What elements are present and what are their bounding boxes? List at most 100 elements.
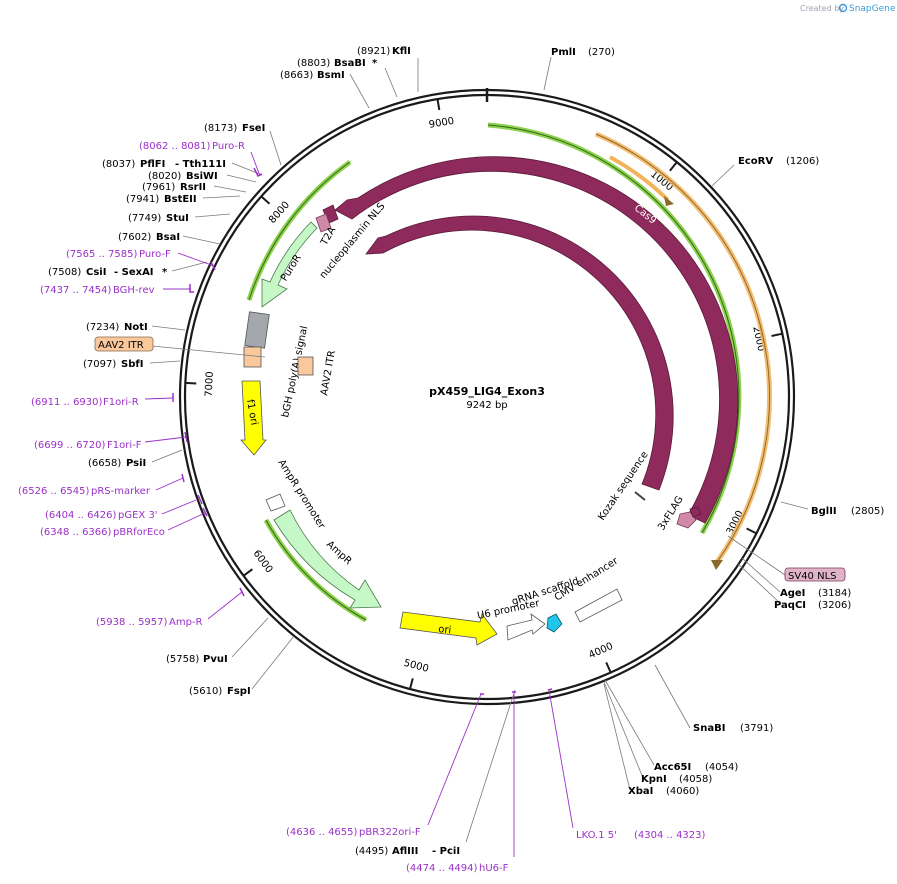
site-bsai-pos: (7602) <box>118 232 151 243</box>
plasmid-length: 9242 bp <box>466 400 507 411</box>
tick-mark <box>669 161 678 172</box>
grna-scaffold-arrow <box>546 613 563 633</box>
primer-hu6-f-name: hU6-F <box>479 863 509 874</box>
site-pcii-name: - PciI <box>432 846 460 857</box>
site-afliii-name: AflIII <box>392 846 418 857</box>
ampr-promoter-arrow <box>265 493 286 512</box>
tick-mark <box>260 195 271 205</box>
site-pflfi-name: PflFI <box>140 159 165 170</box>
leader-lines <box>149 56 809 843</box>
primer-amp-r-range: (5938 .. 5957) <box>96 617 168 628</box>
primer-puro-r-range: (8062 .. 8081) <box>139 141 211 152</box>
primer-amp-r-name: Amp-R <box>169 617 203 628</box>
site-bsteii-name: BstEII <box>164 194 197 205</box>
primer-pgex3-range: (6404 .. 6426) <box>45 510 117 521</box>
primer-leader-lines <box>144 151 574 857</box>
site-sexai-mark: * <box>162 267 168 278</box>
primer-pbrforeco-range: (6348 .. 6366) <box>40 527 112 538</box>
green-highlight-arc-left-core <box>248 161 351 301</box>
tick-mark <box>185 381 197 385</box>
aav2-itr-block-left <box>243 346 262 368</box>
aav2-itr-block-right <box>297 356 314 376</box>
tick-mark <box>746 527 757 535</box>
u6-promoter-arrow <box>506 613 546 641</box>
primer-pbrforeco-name: pBRforEco <box>113 527 165 538</box>
credit: Created by SnapGene <box>800 3 896 14</box>
site-acc65i-pos: (4054) <box>705 762 738 773</box>
primer-marks <box>172 167 553 695</box>
sv40-nls-tag <box>784 567 846 582</box>
site-ecorv-name: EcoRV <box>738 156 773 167</box>
tick-mark <box>243 568 253 577</box>
ampr-arrow <box>273 509 382 609</box>
site-sbfi-pos: (7097) <box>83 359 116 370</box>
site-noti-pos: (7234) <box>86 322 119 333</box>
primer-f1ori-f-name: F1ori-F <box>107 440 142 451</box>
site-pvui-pos: (5758) <box>166 654 199 665</box>
site-csii-name: CsiI <box>86 267 106 278</box>
primer-puro-f-range: (7565 .. 7585) <box>66 249 138 260</box>
site-tth111i-name: - Tth111I <box>175 159 226 170</box>
site-csii-pos: (7508) <box>48 267 81 278</box>
site-snabi-pos: (3791) <box>740 723 773 734</box>
primer-pgex3-name: pGEX 3' <box>118 510 158 521</box>
backbone <box>178 88 796 706</box>
primer-pbr322ori-f-range: (4636 .. 4655) <box>286 827 358 838</box>
site-noti-name: NotI <box>124 322 148 333</box>
tick-mark <box>409 678 414 690</box>
sv40-nls-arrow <box>689 506 702 518</box>
site-sexai-name: - SexAI <box>114 267 154 278</box>
primer-bgh-rev-name: BGH-rev <box>113 285 155 296</box>
primer-f1ori-f-range: (6699 .. 6720) <box>34 440 106 451</box>
primer-f1ori-r-range: (6911 .. 6930) <box>31 397 103 408</box>
cas9-inner-arc <box>365 215 674 491</box>
site-bsmi-name: BsmI <box>317 70 345 81</box>
site-xbai-name: XbaI <box>628 786 653 797</box>
site-kpni-pos: (4058) <box>679 774 712 785</box>
site-pflfi-pos: (8037) <box>102 159 135 170</box>
site-sbfi-name: SbfI <box>121 359 143 370</box>
3xflag-arrow <box>676 511 697 529</box>
cas9-outer-arc <box>334 156 739 524</box>
cmv-enhancer-box <box>574 588 623 623</box>
site-bsabi-pos: (8803) <box>297 58 330 69</box>
credit-text: Created by <box>800 4 844 13</box>
t2a-arrow <box>315 213 332 233</box>
ori-arrow <box>399 611 498 646</box>
primer-prs-marker-range: (6526 .. 6545) <box>18 486 90 497</box>
site-snabi-name: SnaBI <box>693 723 725 734</box>
site-bglii-pos: (2805) <box>851 506 884 517</box>
site-bsiwi-name: BsiWI <box>186 171 218 182</box>
ampr-label: AmpR <box>324 539 354 567</box>
site-bsai-name: BsaI <box>156 232 180 243</box>
primer-puro-r-name: Puro-R <box>212 141 245 152</box>
site-pvui-name: PvuI <box>203 654 228 665</box>
site-kfli-name: KflI <box>392 46 411 57</box>
site-bsabi-name: BsaBI <box>334 58 366 69</box>
site-bsiwi-pos: (8020) <box>148 171 181 182</box>
tick-label: 5000 <box>402 658 429 675</box>
site-psii-name: PsiI <box>126 458 146 469</box>
site-rsrii-name: RsrII <box>180 182 206 193</box>
aav2-itr-tag <box>94 336 154 352</box>
primer-puro-f-name: Puro-F <box>139 249 171 260</box>
site-fsei-name: FseI <box>242 123 265 134</box>
site-bsmi-pos: (8663) <box>280 70 313 81</box>
site-ecorv-pos: (1206) <box>786 156 819 167</box>
site-agei-pos: (3184) <box>818 588 851 599</box>
f1-ori-arrow <box>240 380 267 456</box>
site-paqci-pos: (3206) <box>818 600 851 611</box>
primer-f1ori-r-name: F1ori-R <box>103 397 139 408</box>
site-bglii-name: BglII <box>811 506 837 517</box>
orange-arc2-arrowhead <box>664 196 674 206</box>
green-highlight-arc-right-core <box>487 124 740 534</box>
primer-lko1-range: (4304 .. 4323) <box>634 830 706 841</box>
tick-label: 6000 <box>251 548 275 575</box>
snapgene-logo-icon <box>838 3 848 13</box>
primer-lko1-name: LKO.1 5' <box>576 830 617 841</box>
tick-mark <box>605 661 612 673</box>
primer-labels: (8062 .. 8081) Puro-R (7565 .. 7585) Pur… <box>18 141 706 874</box>
f1-ori-label: f1 ori <box>244 399 259 427</box>
boxed-labels: AAV2 ITR SV40 NLS <box>94 336 846 582</box>
